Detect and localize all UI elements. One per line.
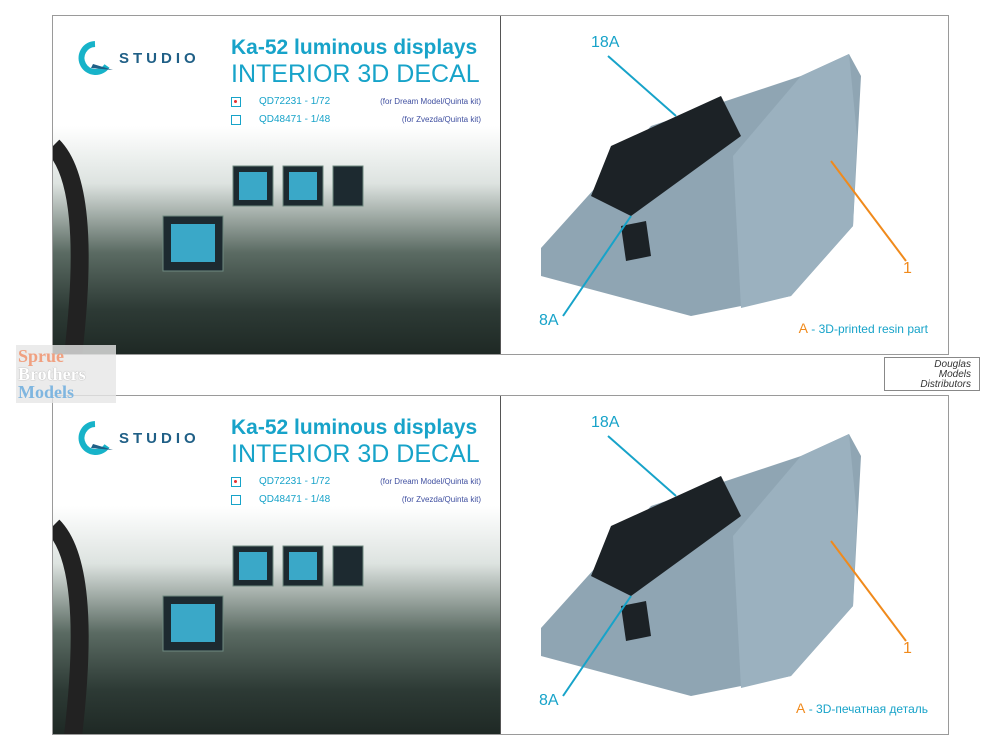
part-diagram: 18A 8A 1 A - 3D-printed resin part bbox=[501, 16, 948, 354]
watermark-line: Sprue bbox=[18, 346, 65, 366]
part-diagram: 18A 8A 1 A - 3D-печатная деталь bbox=[501, 396, 948, 734]
checkbox[interactable] bbox=[231, 494, 241, 505]
cockpit-photo bbox=[53, 506, 500, 734]
option-code: QD72231 - 1/72 bbox=[259, 476, 331, 487]
info-side: STUDIO Ka-52 luminous displays INTERIOR … bbox=[53, 396, 501, 734]
option-note: (for Dream Model/Quinta kit) bbox=[380, 97, 481, 106]
logo-text: STUDIO bbox=[119, 429, 200, 447]
watermark-line: Distributors bbox=[920, 379, 971, 390]
legend-letter: A bbox=[796, 700, 806, 716]
option-note: (for Dream Model/Quinta kit) bbox=[380, 477, 481, 486]
callout-8a: 8A bbox=[539, 692, 559, 709]
qstudio-logo: STUDIO bbox=[75, 420, 200, 456]
option-1-72[interactable]: QD72231 - 1/72 (for Dream Model/Quinta ki… bbox=[231, 96, 481, 107]
product-title: Ka-52 luminous displays bbox=[231, 416, 478, 439]
watermark-line: Models bbox=[938, 369, 971, 380]
checkbox-checked[interactable] bbox=[231, 96, 241, 107]
product-panel-russian: STUDIO Ka-52 luminous displays INTERIOR … bbox=[52, 395, 949, 735]
legend-letter: A bbox=[798, 320, 808, 336]
legend-text: - 3D-печатная деталь bbox=[808, 702, 928, 716]
watermark-line: Models bbox=[18, 382, 74, 402]
option-1-48[interactable]: QD48471 - 1/48 (for Zvezda/Quinta kit) bbox=[231, 494, 481, 505]
sprue-brothers-watermark: Sprue Brothers Models bbox=[16, 345, 116, 403]
callout-18a: 18A bbox=[591, 414, 620, 431]
callout-8a: 8A bbox=[539, 312, 559, 329]
resin-part-render bbox=[541, 54, 907, 317]
legend: A - 3D-printed resin part bbox=[799, 320, 928, 336]
qstudio-logo: STUDIO bbox=[75, 40, 200, 76]
checkbox-checked[interactable] bbox=[231, 476, 241, 487]
option-note: (for Zvezda/Quinta kit) bbox=[401, 115, 481, 124]
product-panel-english: STUDIO Ka-52 luminous displays INTERIOR … bbox=[52, 15, 949, 355]
checkbox[interactable] bbox=[231, 114, 241, 125]
callout-1: 1 bbox=[903, 640, 912, 657]
logo-text: STUDIO bbox=[119, 49, 200, 67]
product-title: Ka-52 luminous displays bbox=[231, 36, 478, 59]
info-side: STUDIO Ka-52 luminous displays INTERIOR … bbox=[53, 16, 501, 354]
option-1-48[interactable]: QD48471 - 1/48 (for Zvezda/Quinta kit) bbox=[231, 114, 481, 125]
option-note: (for Zvezda/Quinta kit) bbox=[401, 495, 481, 504]
product-subtitle: INTERIOR 3D DECAL bbox=[231, 440, 480, 468]
douglas-models-watermark: Douglas Models Distributors bbox=[884, 357, 980, 391]
resin-part-render bbox=[541, 434, 907, 697]
legend: A - 3D-печатная деталь bbox=[796, 700, 928, 716]
watermark-line: Brothers bbox=[18, 364, 86, 384]
callout-18a: 18A bbox=[591, 34, 620, 51]
cockpit-photo bbox=[53, 126, 500, 354]
legend-text: - 3D-printed resin part bbox=[811, 322, 928, 336]
callout-1: 1 bbox=[903, 260, 912, 277]
option-code: QD48471 - 1/48 bbox=[259, 494, 331, 505]
option-code: QD72231 - 1/72 bbox=[259, 96, 331, 107]
product-subtitle: INTERIOR 3D DECAL bbox=[231, 60, 480, 88]
option-1-72[interactable]: QD72231 - 1/72 (for Dream Model/Quinta ki… bbox=[231, 476, 481, 487]
option-code: QD48471 - 1/48 bbox=[259, 114, 331, 125]
watermark-line: Douglas bbox=[934, 359, 971, 370]
